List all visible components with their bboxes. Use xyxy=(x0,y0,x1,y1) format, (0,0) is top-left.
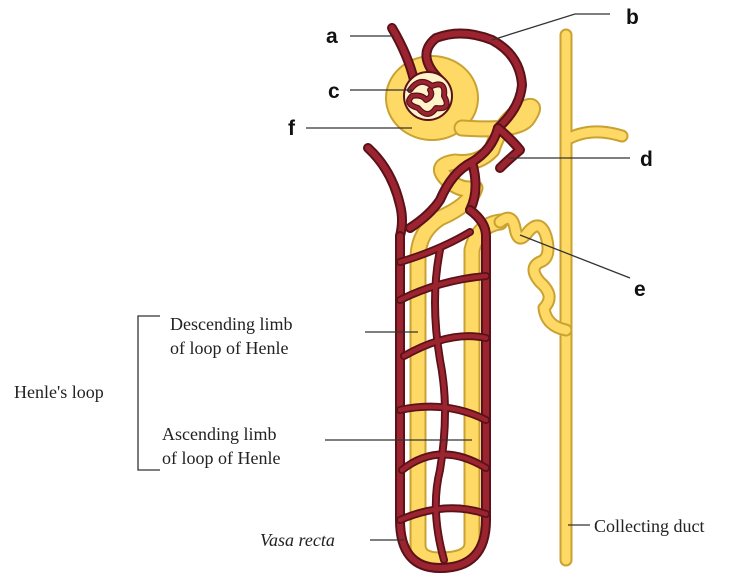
henles-loop-label: Henle's loop xyxy=(14,382,104,402)
collecting-duct xyxy=(566,35,622,560)
descending-limb-label-line1: Descending limb xyxy=(170,314,292,334)
label-b: b xyxy=(626,6,639,29)
descending-limb-label-line2: of loop of Henle xyxy=(170,338,288,358)
collecting-duct-label: Collecting duct xyxy=(594,516,704,536)
label-a: a xyxy=(326,25,338,48)
label-f: f xyxy=(288,117,296,140)
vasa-recta-label: Vasa recta xyxy=(260,530,335,550)
label-c: c xyxy=(328,80,340,103)
renal-tubule xyxy=(386,56,566,560)
label-e: e xyxy=(634,278,646,301)
ascending-limb-label-line1: Ascending limb xyxy=(162,424,277,444)
ascending-limb-label-line2: of loop of Henle xyxy=(162,448,280,468)
label-d: d xyxy=(640,148,653,171)
